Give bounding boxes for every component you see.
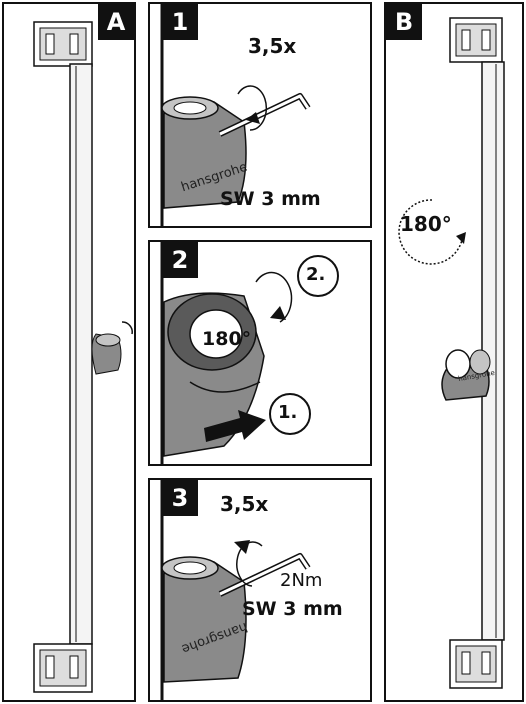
step-1-badge: 1 bbox=[162, 4, 198, 40]
step-marker-2 bbox=[297, 255, 339, 297]
step-3-repeat-count: 3,5x bbox=[220, 492, 269, 516]
rotation-arrow bbox=[234, 540, 263, 587]
step-3-badge: 3 bbox=[162, 480, 198, 516]
slider-clamp bbox=[91, 321, 133, 375]
step-3-tool-size: SW 3 mm bbox=[242, 598, 343, 620]
step-2-substep-2: 2. bbox=[306, 264, 326, 285]
shower-rail bbox=[69, 63, 93, 645]
step-3-torque: 2Nm bbox=[280, 570, 323, 591]
step-2-badge: 2 bbox=[162, 242, 198, 278]
push-arrow bbox=[204, 410, 266, 442]
hex-key bbox=[218, 93, 311, 137]
slider-clamp bbox=[441, 349, 491, 401]
rotation-arrow bbox=[237, 85, 268, 131]
panel-b-illustration bbox=[398, 17, 505, 689]
shower-rail bbox=[481, 61, 505, 641]
panel-step-2: 2 180° 2. 1. bbox=[148, 240, 372, 466]
step-1-tool-size: SW 3 mm bbox=[220, 188, 321, 210]
panel-a-badge: A bbox=[98, 4, 134, 40]
panel-b: B 180° hansgrohe bbox=[384, 2, 524, 702]
clamp-body bbox=[161, 96, 247, 209]
step-1-illustration bbox=[160, 4, 311, 226]
top-wall-bracket bbox=[33, 21, 93, 67]
panel-b-rotation-angle: 180° bbox=[400, 212, 452, 236]
step-3-illustration bbox=[160, 480, 311, 700]
step-marker-1 bbox=[269, 393, 311, 435]
panel-a-illustration bbox=[33, 21, 133, 693]
bottom-wall-bracket bbox=[449, 639, 503, 689]
panel-step-3: 3 3,5x 2Nm hansgrohe SW 3 mm bbox=[148, 478, 372, 702]
bottom-wall-bracket bbox=[33, 643, 93, 693]
step-2-rotation-angle: 180° bbox=[202, 328, 252, 350]
panel-a: A bbox=[2, 2, 136, 702]
panel-step-1: 1 3,5x hansgrohe SW 3 mm bbox=[148, 2, 372, 228]
clamp-body bbox=[161, 556, 247, 683]
clamp-body bbox=[163, 292, 265, 457]
step-2-illustration bbox=[160, 242, 339, 464]
rotation-arrow-180 bbox=[255, 271, 293, 323]
panel-b-badge: B bbox=[386, 4, 422, 40]
step-1-repeat-count: 3,5x bbox=[248, 34, 297, 58]
rotation-arrow-180 bbox=[398, 199, 466, 265]
top-wall-bracket bbox=[449, 17, 503, 63]
hex-key bbox=[218, 553, 311, 597]
step-2-substep-1: 1. bbox=[278, 402, 298, 423]
